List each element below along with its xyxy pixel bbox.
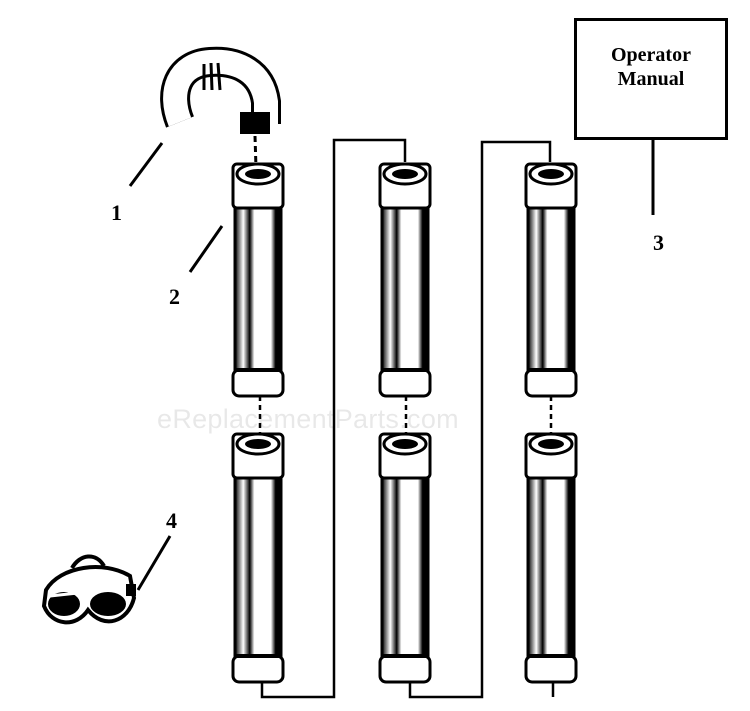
tube-connectors [258, 138, 555, 699]
hose-elbow [160, 46, 281, 169]
filter-tubes [231, 162, 578, 684]
manual-line-2: Manual [617, 68, 685, 90]
tube-2 [231, 432, 285, 684]
callout-2: 2 [169, 284, 180, 309]
operator-manual-box: Operator Manual [574, 18, 728, 140]
tube-1 [231, 162, 285, 398]
leader-4 [136, 535, 172, 591]
callout-1: 1 [111, 200, 122, 225]
leader-2 [188, 225, 224, 273]
callout-4: 4 [166, 508, 177, 533]
tube-6 [524, 432, 578, 684]
manual-line-1: Operator [611, 44, 691, 66]
leader-1 [128, 142, 164, 187]
callout-3: 3 [653, 230, 664, 255]
tube-4 [378, 432, 432, 684]
tube-5 [524, 162, 578, 398]
watermark-text: eReplacementParts.com [157, 404, 459, 434]
tube-3 [378, 162, 432, 398]
safety-goggles [41, 554, 137, 625]
